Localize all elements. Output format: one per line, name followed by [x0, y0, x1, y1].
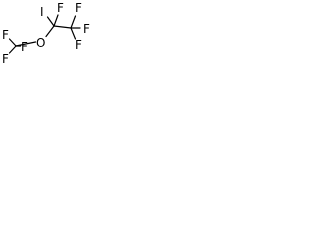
bond-c1-c2 [53, 25, 72, 29]
atom-f-mid-top: F [57, 1, 64, 15]
atom-labels: F F F O I F F F F [2, 1, 90, 66]
bond-c1-f-top [53, 14, 59, 27]
bond-cf3-o [15, 41, 37, 47]
bond-c2-f-bottom [70, 27, 77, 40]
structure-diagram: F F F O I F F F F [2, 1, 90, 66]
bond-c2-f-top [70, 15, 77, 29]
atom-f-right-top: F [75, 1, 82, 15]
bond-cf3-f-top [8, 38, 17, 47]
atom-f-left-bottom: F [2, 52, 9, 66]
bond-c1-i [46, 16, 55, 27]
bond-o-c1 [45, 25, 55, 38]
atom-o: O [36, 36, 45, 50]
bond-cf3-f-bottom [8, 45, 17, 54]
atom-f-left-mid: F [21, 40, 28, 54]
atom-f-right-mid: F [83, 22, 90, 36]
bond-group [8, 14, 81, 54]
atom-f-right-bottom: F [75, 38, 82, 52]
atom-i: I [40, 5, 44, 19]
atom-f-left-top: F [2, 28, 9, 42]
